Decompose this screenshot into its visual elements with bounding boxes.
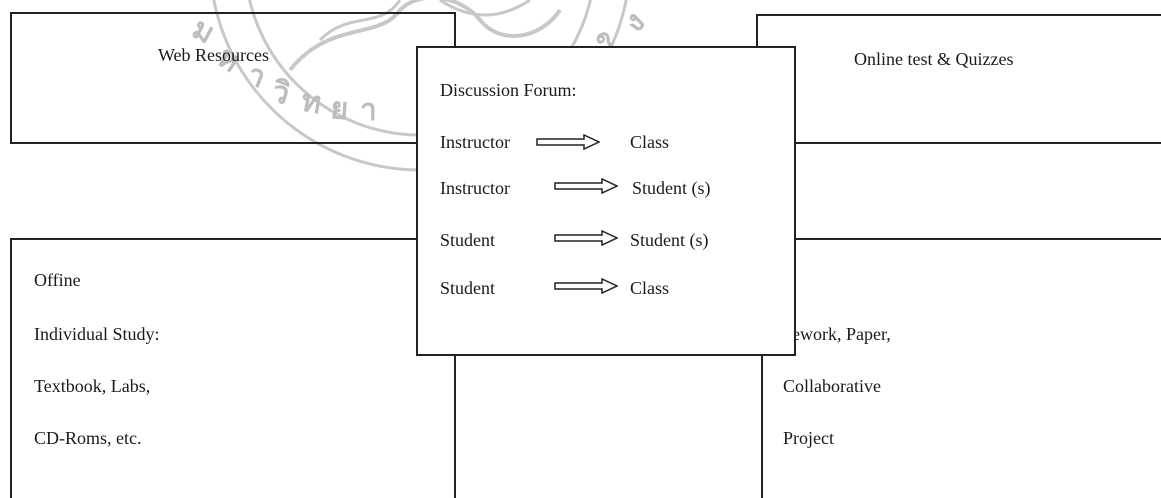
offline-line-4: CD-Roms, etc.	[34, 428, 142, 448]
svg-text:ง: ง	[617, 4, 652, 39]
online-tests-title: Online test & Quizzes	[854, 49, 1014, 69]
discussion-forum-title: Discussion Forum:	[440, 80, 577, 100]
forum-row-2-arrow-icon	[554, 178, 618, 194]
forum-row-1-to: Class	[630, 132, 670, 152]
offline-line-2: Individual Study:	[34, 324, 160, 344]
online-tests-box: Online test & Quizzes	[756, 14, 1161, 144]
forum-row-2-to: Student (s)	[632, 178, 711, 198]
forum-row-1-from: Instructor	[440, 132, 510, 152]
offline-line-3: Textbook, Labs,	[34, 376, 151, 396]
homework-line-1: nework, Paper,	[783, 324, 891, 344]
web-resources-box: Web Resources	[10, 12, 456, 144]
web-resources-title: Web Resources	[158, 45, 270, 65]
forum-row-3-arrow-icon	[554, 230, 618, 246]
offline-study-box: Offine Individual Study: Textbook, Labs,…	[10, 238, 456, 498]
homework-line-3: Project	[783, 428, 834, 448]
offline-line-1: Offine	[34, 270, 81, 290]
forum-row-1-arrow-icon	[536, 134, 600, 150]
homework-line-2: Collaborative	[783, 376, 881, 396]
forum-row-2-from: Instructor	[440, 178, 510, 198]
homework-box: nework, Paper, Collaborative Project	[761, 238, 1161, 498]
discussion-forum-box: Discussion Forum: Instructor Class Instr…	[416, 46, 796, 356]
forum-row-3-to: Student (s)	[630, 230, 709, 250]
forum-row-4-arrow-icon	[554, 278, 618, 294]
forum-row-3-from: Student	[440, 230, 496, 250]
forum-row-4-from: Student	[440, 278, 496, 298]
forum-row-4-to: Class	[630, 278, 670, 298]
